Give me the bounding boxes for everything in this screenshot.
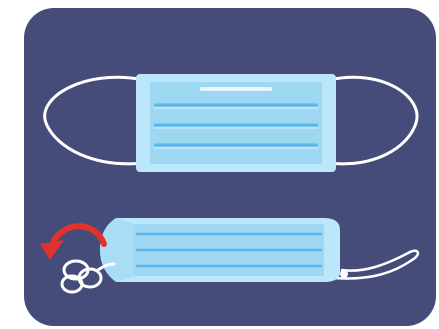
- illustration-panel: [24, 8, 436, 326]
- right-ear-loop: [329, 77, 417, 163]
- left-ear-loop: [45, 77, 144, 163]
- nose-wire: [200, 87, 272, 91]
- curved-arrow-icon: [40, 226, 104, 260]
- mask-illustration: [24, 8, 436, 326]
- surgical-mask-folded-icon: [100, 218, 418, 282]
- mask-inner: [150, 82, 322, 164]
- mask-fold-edge: [100, 218, 134, 282]
- loop-bead: [340, 270, 348, 278]
- surgical-mask-open-icon: [45, 74, 417, 172]
- ear-loop-knot-icon: [62, 261, 114, 292]
